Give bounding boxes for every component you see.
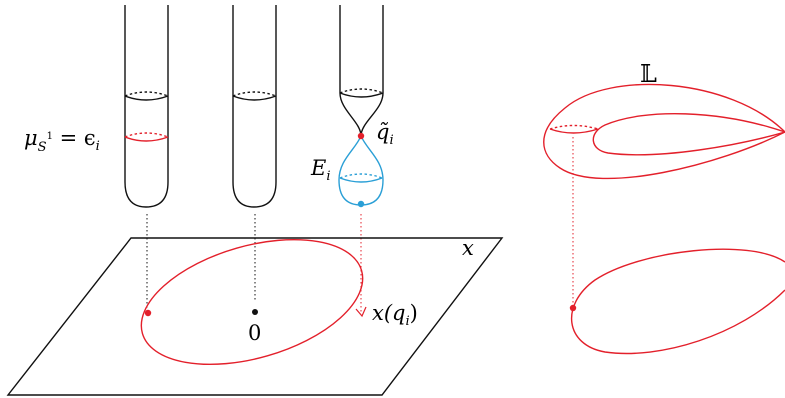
label-x-of-q: x(qi): [372, 301, 418, 329]
base-loop: [140, 238, 364, 366]
label-q-tilde: q̃i: [376, 120, 394, 148]
surface-inner: [592, 112, 785, 156]
tube-right-ring-back: [339, 88, 384, 94]
tube-left-red-ring-front: [124, 136, 169, 142]
pinch-point: [357, 132, 365, 140]
loop-arrow-head: [355, 306, 367, 318]
label-moment-map: μS1 = ϵi: [24, 126, 100, 155]
tube-right-ring-front: [339, 92, 384, 98]
tube-right-pinched: [338, 5, 384, 206]
surface-ring-front: [549, 128, 599, 134]
tube-left: [124, 5, 169, 208]
tube-left-ring-back: [124, 91, 169, 97]
surface-loop-point: [569, 304, 577, 312]
exceptional-sphere: [338, 135, 384, 206]
exceptional-ring-back: [339, 173, 383, 179]
surface-loop: [571, 248, 785, 355]
origin-point: [252, 309, 258, 315]
tube-left-ring-front: [124, 95, 169, 101]
surface-ring-back: [549, 124, 599, 130]
label-origin: 0: [248, 321, 261, 345]
label-exceptional: Ei: [310, 156, 331, 184]
base-plane: [6, 237, 504, 396]
sphere-bottom-point: [357, 200, 365, 208]
tube-middle-ring-front: [232, 95, 277, 101]
tube-middle-outline: [232, 5, 277, 208]
tube-left-outline: [124, 5, 169, 208]
exceptional-ring-front: [339, 177, 383, 183]
lagrangian-surface: [543, 83, 785, 355]
tube-middle: [232, 5, 277, 208]
loop-point: [144, 309, 152, 317]
surface-outer: [543, 83, 785, 180]
tube-middle-ring-back: [232, 91, 277, 97]
label-lagrangian: 𝕃: [640, 60, 657, 88]
tube-left-red-ring-back: [124, 132, 169, 138]
tube-right-upper: [339, 5, 384, 137]
label-plane-x: x: [462, 236, 474, 260]
